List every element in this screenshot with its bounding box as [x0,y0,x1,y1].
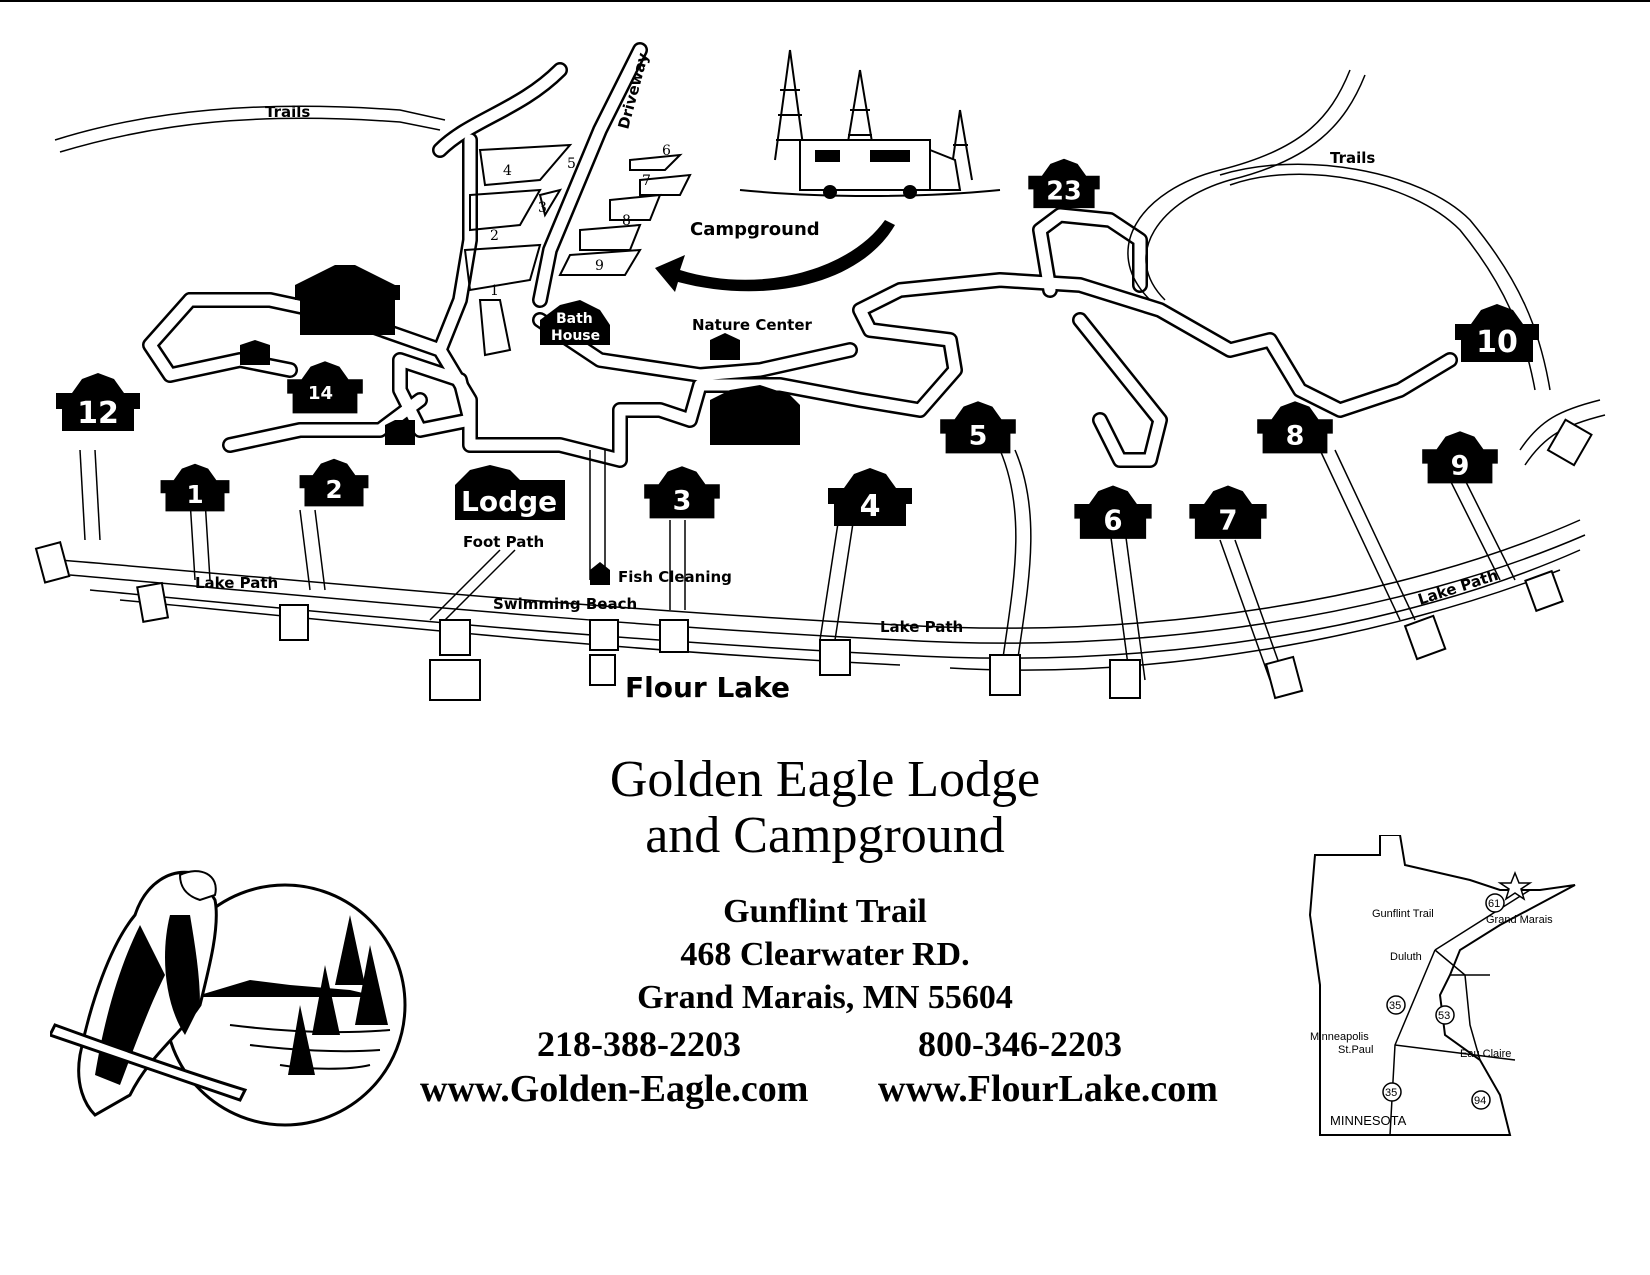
cabin-23: 23 [1028,158,1100,209]
svg-text:7: 7 [642,173,651,189]
svg-text:10: 10 [1476,325,1518,360]
cabin-10: 10 [1455,304,1539,362]
top-border [0,0,1650,2]
roads [142,42,1458,468]
website-golden-eagle[interactable]: www.Golden-Eagle.com [420,1068,809,1110]
st-paul-label: St.Paul [1338,1044,1373,1056]
website-flour-lake[interactable]: www.FlourLake.com [878,1068,1218,1110]
route-94-label: 94 [1474,1095,1486,1107]
foot-path-label: Foot Path [463,533,544,551]
svg-text:1: 1 [186,480,203,509]
svg-text:7: 7 [1218,504,1237,537]
nature-center-label: Nature Center [692,316,813,334]
cabin-7: 7 [1189,485,1267,539]
route-35-south-label: 35 [1385,1087,1397,1099]
eau-claire-label: Eau Claire [1460,1048,1511,1060]
cabin-9: 9 [1422,431,1498,484]
docks [34,418,1593,701]
campground-label: Campground [690,219,820,240]
cabin-12: 12 [56,373,140,431]
cabin-1: 1 [160,463,230,512]
grand-marais-label: Grand Marais [1486,914,1553,926]
cabin-5: 5 [940,401,1016,454]
phone-toll-free[interactable]: 800-346-2203 [918,1024,1122,1064]
svg-text:23: 23 [1046,177,1082,207]
svg-text:3: 3 [673,485,692,516]
rv-in-trees-illustration [739,49,1001,199]
svg-text:9: 9 [1451,450,1470,481]
bath-house: Bath House [540,300,610,345]
cabin-6: 6 [1074,485,1152,539]
title-line-2: and Campground [645,807,1005,864]
lake-path-label-east: Lake Path [1416,566,1501,609]
address-line-1: Gunflint Trail [723,893,927,930]
svg-text:14: 14 [308,383,333,404]
svg-text:4: 4 [503,163,512,179]
phone-local[interactable]: 218-388-2203 [537,1024,741,1064]
svg-text:6: 6 [662,143,671,159]
address-line-2: 468 Clearwater RD. [680,936,970,973]
svg-text:3: 3 [538,200,547,216]
route-53-label: 53 [1438,1010,1450,1022]
swimming-beach-label: Swimming Beach [493,595,637,613]
fish-cleaning-label: Fish Cleaning [618,568,732,586]
svg-text:House: House [551,328,600,344]
minnesota-locator-map: 61 35 53 35 94 Gunflint Trail Grand Mara… [1308,835,1576,1136]
lodge-site-map: 1 2 3 4 5 6 7 8 9 Trails Trails Driveway… [34,42,1606,704]
lake-path-label-west: Lake Path [195,574,278,592]
unlabeled-buildings [240,265,800,585]
lodge-building: Lodge [455,465,565,520]
svg-text:4: 4 [860,489,881,524]
cabin-3: 3 [644,466,720,519]
route-35-north-label: 35 [1389,1000,1401,1012]
cabin-8: 8 [1257,401,1333,454]
campsite-numbers: 1 2 3 4 5 6 7 8 9 [490,143,671,299]
minnesota-label: MINNESOTA [1330,1113,1407,1128]
svg-text:2: 2 [325,475,342,504]
svg-text:1: 1 [490,283,499,299]
svg-text:8: 8 [622,213,631,229]
gunflint-trail-map-label: Gunflint Trail [1372,908,1434,920]
svg-text:9: 9 [595,258,604,274]
svg-text:5: 5 [567,156,576,172]
cabin-4: 4 [828,468,912,526]
trails-label-east: Trails [1330,149,1375,167]
cabin-2: 2 [299,458,369,507]
eagle-illustration [50,870,407,1127]
cabins: 12 14 1 2 3 4 5 6 7 8 9 10 23 [56,158,1539,539]
cabin-14: 14 [287,361,363,414]
address-line-3: Grand Marais, MN 55604 [637,979,1013,1016]
minneapolis-label: Minneapolis [1310,1031,1369,1043]
svg-text:Bath: Bath [556,311,593,327]
title-line-1: Golden Eagle Lodge [609,751,1041,808]
lake-path-label-center: Lake Path [880,618,963,636]
trails-label-west: Trails [265,103,310,121]
campground-arrow [655,220,895,292]
flour-lake-label: Flour Lake [625,671,790,704]
svg-text:12: 12 [77,396,119,431]
svg-text:6: 6 [1103,504,1122,537]
campsite-pads [463,143,692,357]
svg-text:Lodge: Lodge [461,485,557,518]
duluth-label: Duluth [1390,951,1422,963]
svg-text:5: 5 [969,420,988,451]
route-61-label: 61 [1488,898,1500,910]
svg-text:2: 2 [490,228,499,244]
svg-text:8: 8 [1286,420,1305,451]
